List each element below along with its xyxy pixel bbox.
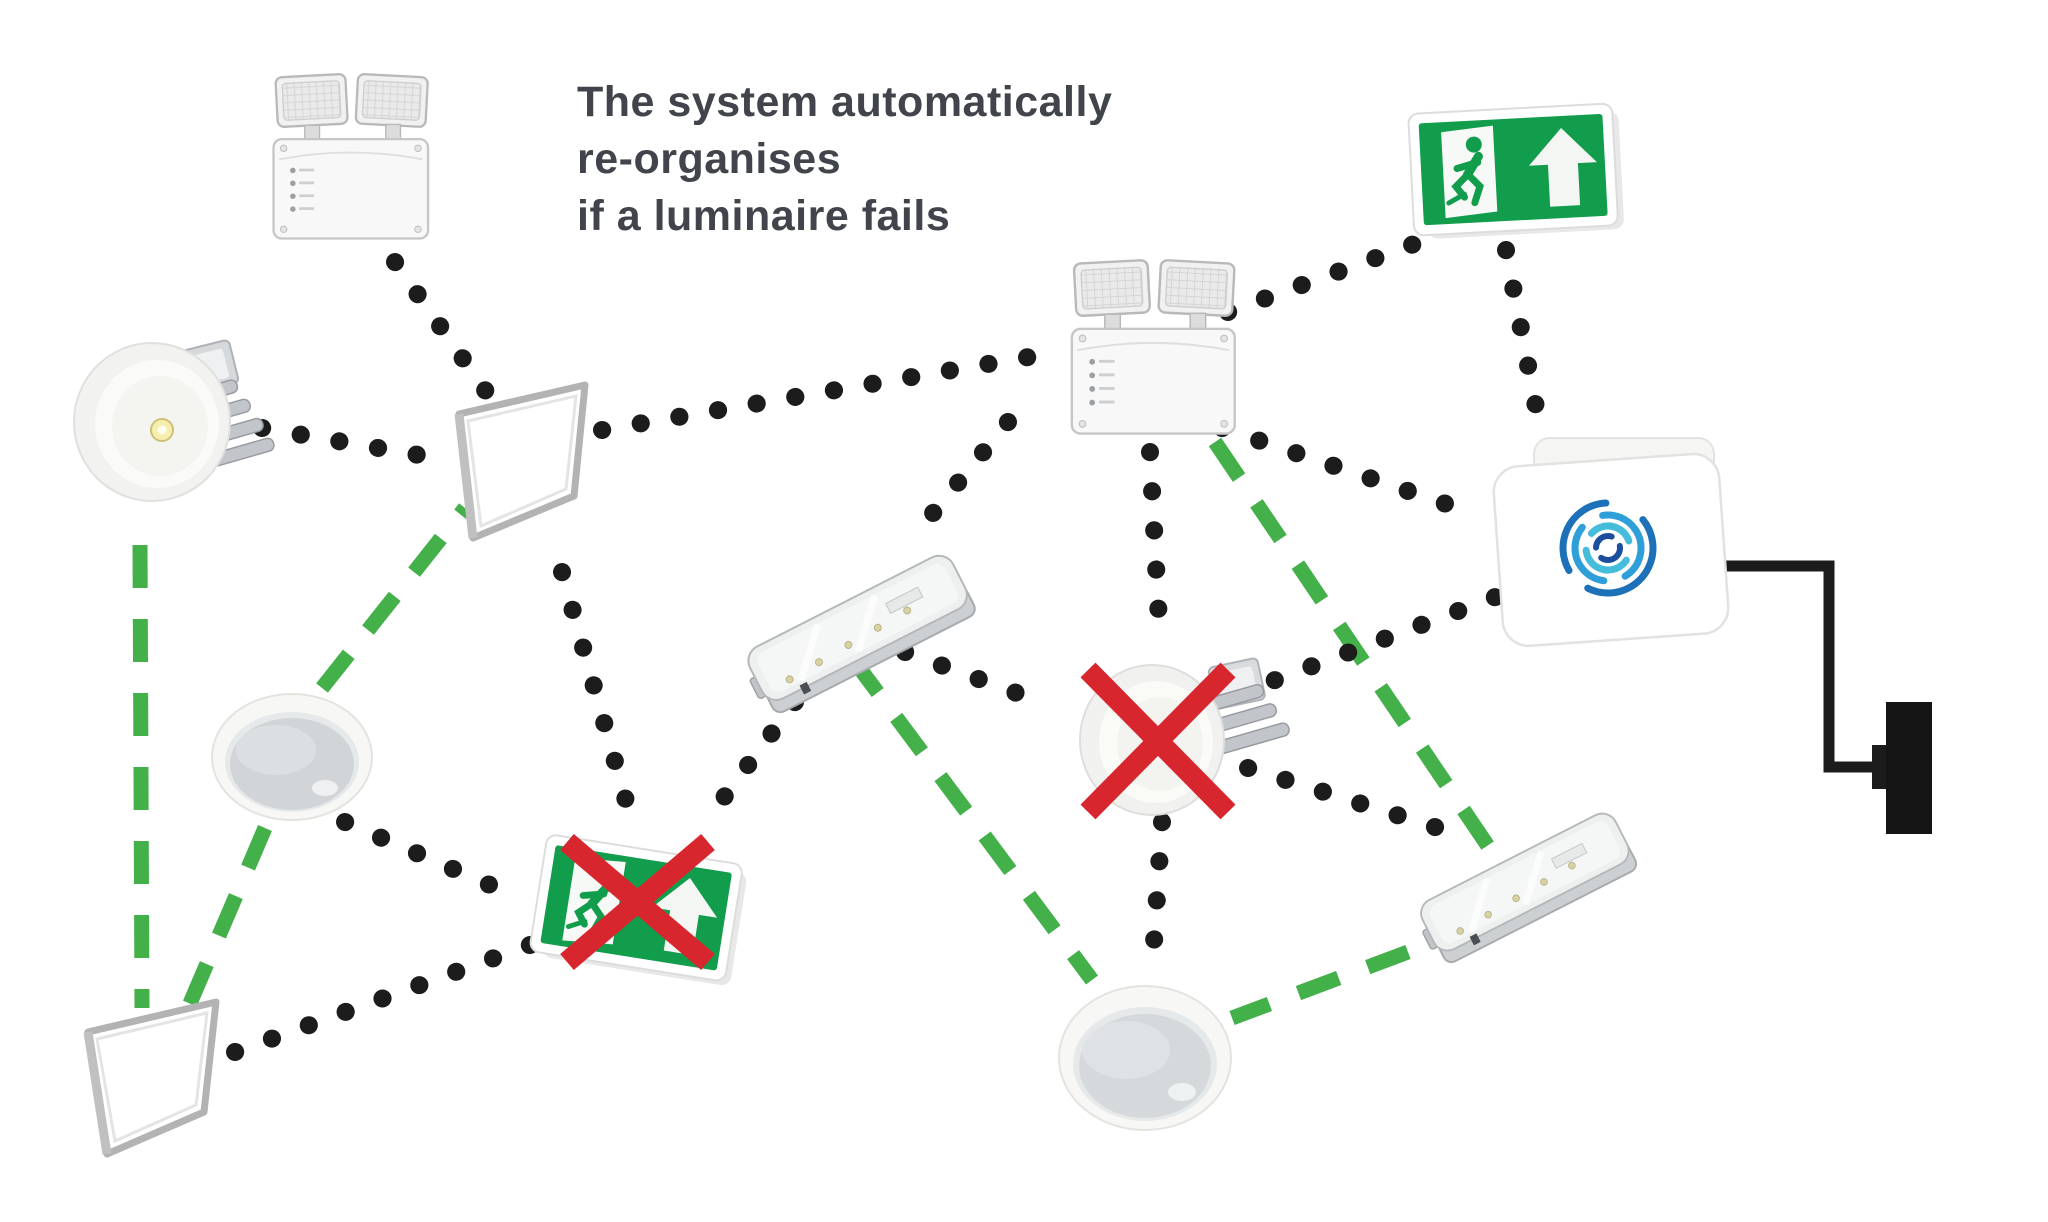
- twin-spot-2: [1070, 258, 1236, 435]
- failed-cross-icon-downlight: [1080, 662, 1236, 820]
- dotted-link-twin-spot-2--exit-sign-1: [1219, 231, 1434, 321]
- caption-line-1: The system automatically: [577, 78, 1113, 126]
- gateway-logo-icon: [1559, 499, 1657, 597]
- dotted-link-bulkhead-1--exit-sign-2: [713, 693, 804, 809]
- bulkhead-light-1: [738, 550, 978, 719]
- bulkhead-light-2: [1411, 808, 1639, 968]
- dotted-link-panel-1--twin-spot-2: [593, 343, 1067, 439]
- panel-light-1: [454, 381, 589, 542]
- dotted-link-panel-1--exit-sign-2: [553, 563, 637, 817]
- dotted-link-downlight-1--panel-1: [253, 419, 457, 469]
- failed-cross-icon-exit-sign: [560, 834, 715, 970]
- mesh-links-layer: [226, 231, 1549, 1061]
- dotted-link-twin-spot-2--downlight-2: [1141, 443, 1169, 649]
- panel-light-2: [83, 998, 220, 1158]
- caption-line-2: re-organises: [577, 135, 842, 183]
- dotted-link-twin-spot-2--gateway: [1213, 419, 1479, 521]
- dashed-link-bulkhead-1--dome-2: [845, 653, 1099, 985]
- dotted-link-downlight-2--bulkhead-2: [1239, 759, 1447, 837]
- dashed-link-downlight-1--panel-2: [132, 544, 150, 1009]
- downlight-1: [73, 339, 275, 502]
- dotted-link-twin-spot-1--panel-1: [386, 253, 501, 409]
- dotted-link-bulkhead-1--downlight-2: [896, 643, 1061, 715]
- mains-wire: [1722, 560, 1878, 773]
- exit-sign-1: [1408, 103, 1624, 240]
- gateway: [1492, 437, 1730, 648]
- dome-light-2: [1058, 985, 1232, 1131]
- dotted-link-downlight-2--dome-2: [1143, 813, 1171, 981]
- dashed-link-dome-1--panel-2: [181, 825, 272, 1011]
- mains-socket: [1872, 702, 1932, 834]
- dotted-link-exit-sign-1--gateway: [1497, 241, 1549, 437]
- dashed-link-bulkhead-2--dome-2: [1229, 944, 1411, 1026]
- twin-spot-1: [272, 72, 430, 240]
- led-dot: [150, 418, 174, 442]
- diagram-caption: The system automatically re-organises if…: [577, 74, 1112, 245]
- dotted-link-downlight-2--gateway: [1229, 587, 1507, 703]
- dome-light-1: [211, 693, 373, 821]
- caption-line-3: if a luminaire fails: [577, 192, 951, 240]
- dotted-link-twin-spot-2--bulkhead-1: [906, 413, 1017, 544]
- dashed-link-dome-1--panel-1: [316, 503, 471, 693]
- dotted-link-panel-2--exit-sign-2: [226, 936, 539, 1061]
- dotted-link-dome-1--exit-sign-2: [336, 813, 529, 907]
